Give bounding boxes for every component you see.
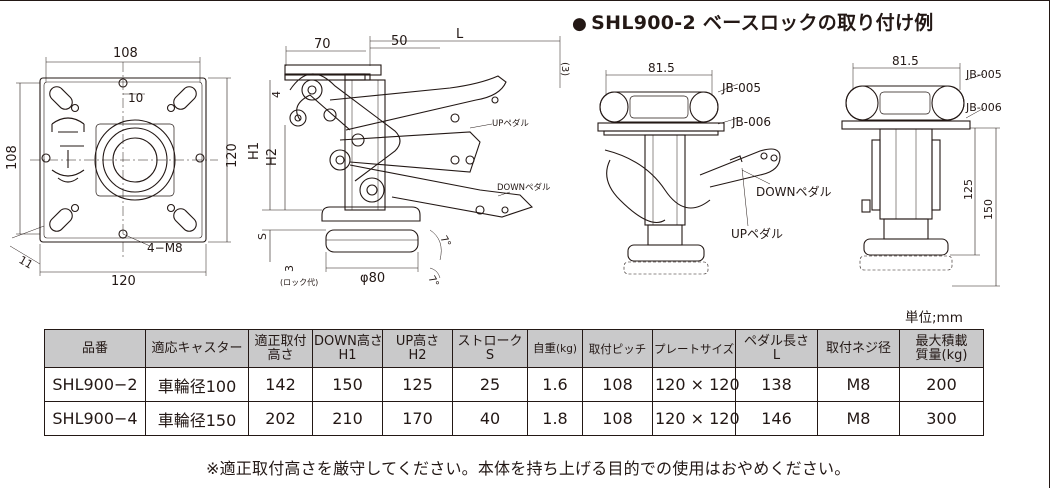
header-pitch: 取付ピッチ bbox=[582, 329, 653, 368]
down-pedal-label: DOWNペダル bbox=[497, 182, 551, 193]
plate-view bbox=[9, 57, 231, 276]
up-pedal-label: UPペダル bbox=[492, 118, 529, 129]
bullet-icon: ● bbox=[572, 14, 588, 34]
example-front-labels: 81.5 JB-005 JB-006 DOWNペダル UPペダル bbox=[648, 61, 832, 241]
side-view bbox=[262, 36, 561, 279]
table-cell: SHL900−2 bbox=[44, 367, 146, 402]
header-mount-height: 適正取付高さ bbox=[248, 329, 313, 368]
table-cell: 車輪径100 bbox=[145, 367, 249, 402]
dim-s: S bbox=[256, 233, 269, 240]
table-cell: 210 bbox=[312, 401, 383, 436]
table-cell: 138 bbox=[735, 367, 818, 402]
front-jb-005: JB-005 bbox=[721, 81, 761, 95]
table-cell: 1.6 bbox=[527, 367, 583, 402]
section-title: ●SHL900-2 ベースロックの取り付け例 bbox=[572, 8, 934, 35]
angle-7-lower: 7° bbox=[425, 274, 440, 289]
header-screw: 取付ネジ径 bbox=[817, 329, 900, 368]
table-row: SHL900−4 車輪径150 202 210 170 40 1.8 108 1… bbox=[44, 401, 984, 436]
table-cell: 202 bbox=[248, 401, 313, 436]
table-cell: 40 bbox=[452, 401, 528, 436]
table-cell: 1.8 bbox=[527, 401, 583, 436]
header-weight: 自重(kg) bbox=[527, 329, 583, 368]
table-cell: M8 bbox=[817, 401, 900, 436]
usage-note: ※適正取付高さを厳守してください。本体を持ち上げる目的での使用はおやめください。 bbox=[206, 459, 851, 478]
front-dim: 81.5 bbox=[648, 61, 675, 75]
unit-label: 単位;mm bbox=[905, 310, 963, 326]
table-cell: 200 bbox=[899, 367, 984, 402]
dim-4: 4 bbox=[270, 91, 283, 98]
plate-width-top: 108 bbox=[113, 46, 138, 61]
side-view-labels: 70 50 L (3) 4 H1 H2 S 3 (ロック代) φ80 7° 7°… bbox=[247, 27, 570, 289]
plate-height-left: 108 bbox=[5, 145, 20, 170]
header-max-load: 最大積載質量(kg) bbox=[899, 329, 984, 368]
example-side-labels: 81.5 JB-005 JB-006 125 150 bbox=[892, 54, 1002, 220]
corner-dim: 11 bbox=[17, 253, 36, 271]
side-jb-005: JB-005 bbox=[965, 68, 1002, 81]
table-cell: 120 × 120 bbox=[652, 401, 740, 436]
plate-view-labels: 108 120 108 120 10 4−M8 11 bbox=[5, 46, 240, 289]
table-cell: 125 bbox=[382, 367, 453, 402]
header-part-number: 品番 bbox=[44, 329, 146, 368]
table-cell: M8 bbox=[817, 367, 900, 402]
table-cell: 25 bbox=[452, 367, 528, 402]
table-row: SHL900−2 車輪径100 142 150 125 25 1.6 108 1… bbox=[44, 367, 984, 402]
side-dim-125: 125 bbox=[962, 179, 975, 200]
table-cell: 170 bbox=[382, 401, 453, 436]
dim-50: 50 bbox=[391, 34, 408, 49]
slot-dim: 10 bbox=[128, 91, 143, 105]
table-cell: 146 bbox=[735, 401, 818, 436]
table-cell: 車輪径150 bbox=[145, 401, 249, 436]
side-dim: 81.5 bbox=[892, 54, 919, 68]
technical-drawing: 108 120 108 120 10 4−M8 11 70 50 L (3) 4… bbox=[5, 27, 1002, 289]
table-cell: SHL900−4 bbox=[44, 401, 146, 436]
dim-h2: H2 bbox=[265, 148, 280, 166]
section-title-text: SHL900-2 ベースロックの取り付け例 bbox=[591, 12, 934, 34]
side-jb-006: JB-006 bbox=[965, 101, 1002, 114]
side-dim-150: 150 bbox=[982, 199, 995, 220]
dim-3-top: (3) bbox=[559, 62, 570, 76]
table-cell: 300 bbox=[899, 401, 984, 436]
wheel-diameter: φ80 bbox=[360, 271, 385, 286]
table-cell: 108 bbox=[582, 401, 653, 436]
plate-width-bottom: 120 bbox=[111, 274, 136, 289]
front-down-pedal: DOWNペダル bbox=[756, 184, 832, 199]
lock-note: (ロック代) bbox=[280, 277, 318, 287]
header-caster: 適応キャスター bbox=[145, 329, 249, 368]
plate-height-right: 120 bbox=[225, 143, 240, 168]
front-jb-006: JB-006 bbox=[731, 115, 771, 129]
dim-70: 70 bbox=[314, 37, 331, 52]
dim-3-bottom: 3 bbox=[283, 265, 296, 272]
table-cell: 120 × 120 bbox=[652, 367, 740, 402]
example-side-view bbox=[841, 63, 1000, 287]
table-cell: 108 bbox=[582, 367, 653, 402]
angle-7-upper: 7° bbox=[437, 234, 452, 249]
table-cell: 150 bbox=[312, 367, 383, 402]
bolt-label: 4−M8 bbox=[147, 241, 183, 255]
example-front-view bbox=[597, 70, 781, 275]
dim-l: L bbox=[456, 27, 464, 42]
header-plate-size: プレートサイズ bbox=[652, 329, 736, 368]
front-up-pedal: UPペダル bbox=[731, 226, 783, 241]
dim-h1: H1 bbox=[247, 142, 262, 160]
table-cell: 142 bbox=[248, 367, 313, 402]
